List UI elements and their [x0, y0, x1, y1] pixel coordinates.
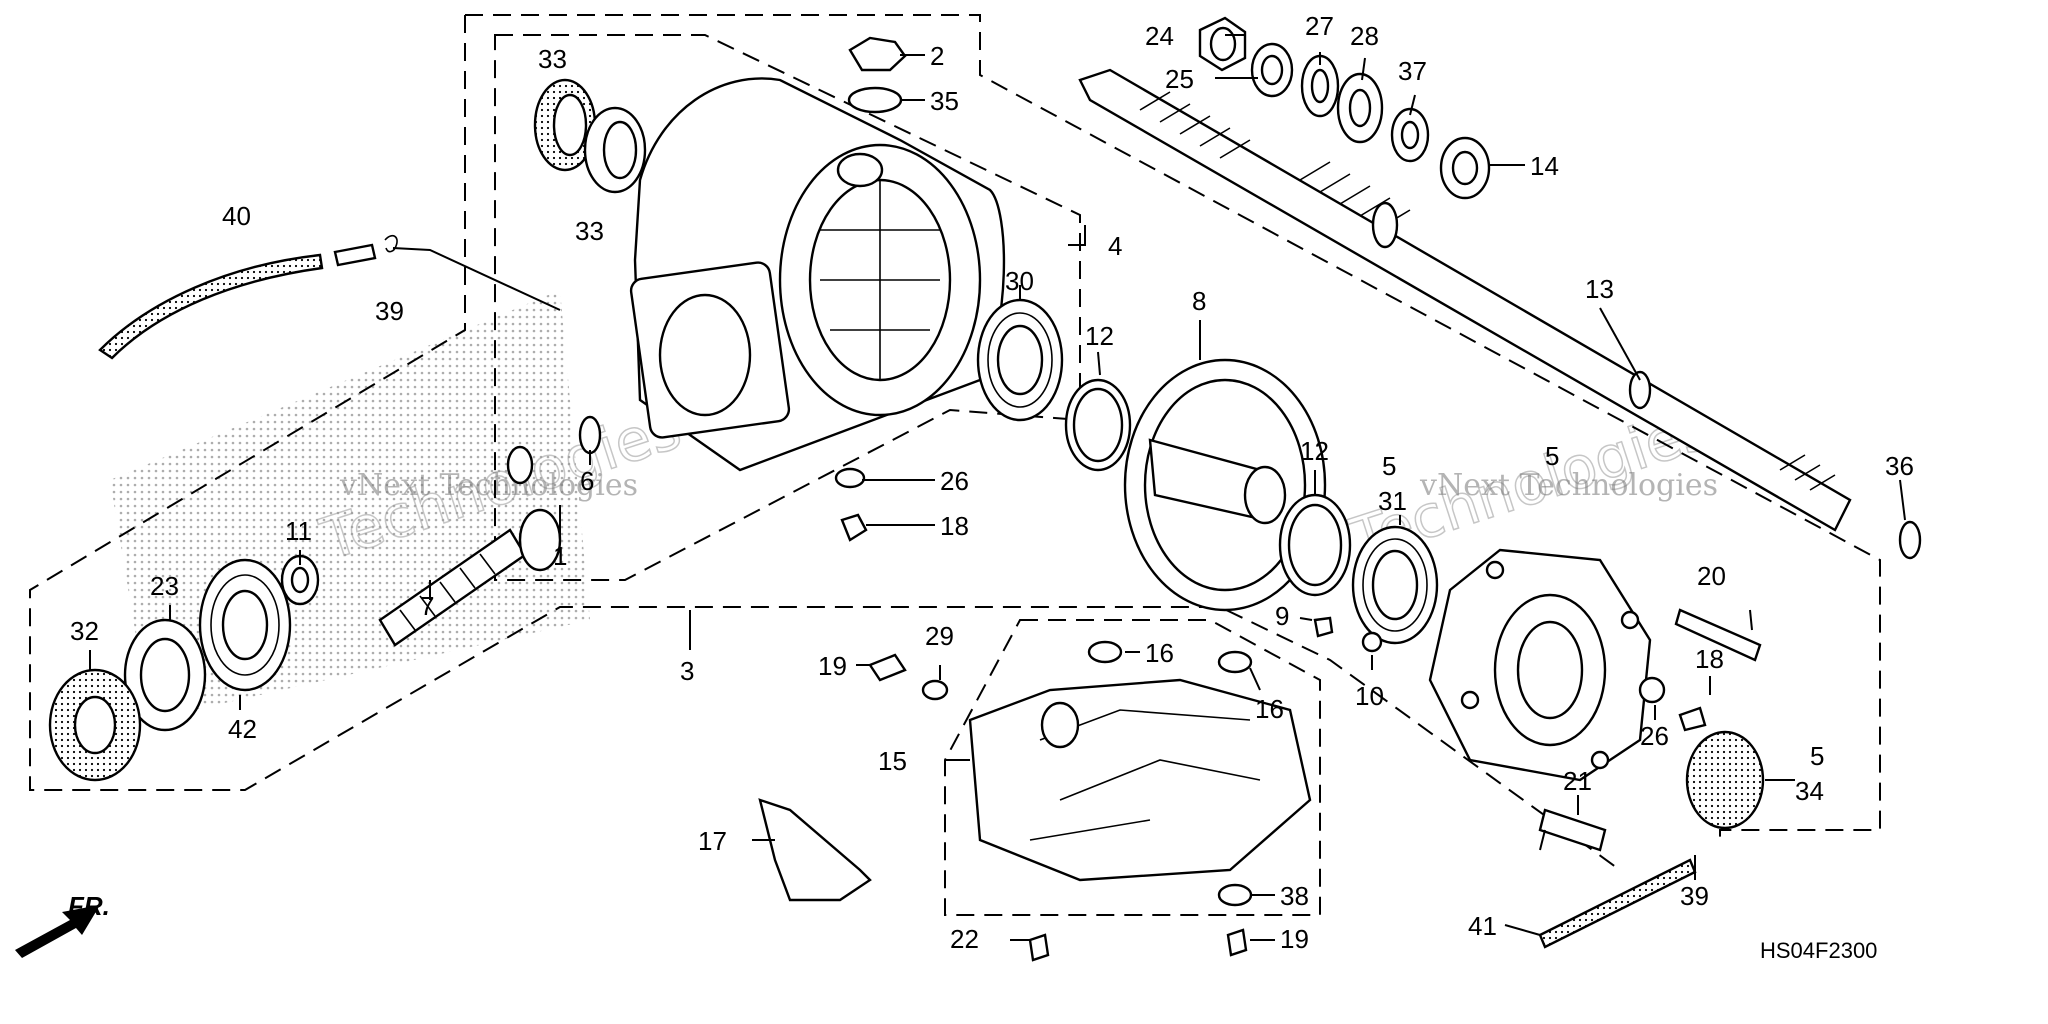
bracket-17: [758, 798, 872, 902]
callout-16-b: 16: [1255, 694, 1284, 724]
callout-8: 8: [1192, 286, 1206, 316]
hardware-top-right: [1198, 16, 1922, 560]
oil-seals-33: [533, 78, 647, 194]
callout-12-lower: 12: [1300, 436, 1329, 466]
spacer-23-inner: [139, 637, 191, 713]
ring-gear: [1123, 358, 1327, 612]
callout-14: 14: [1530, 151, 1559, 181]
front-arrow-icon: FR.: [15, 891, 110, 958]
seal-32-inner: [73, 695, 117, 755]
callout-3: 3: [680, 656, 694, 686]
callout-5-b: 5: [1545, 441, 1559, 471]
callout-38: 38: [1280, 881, 1309, 911]
callout-18-lower: 18: [1695, 644, 1724, 674]
diagram-code: HS04F2300: [1760, 938, 1877, 963]
callout-39-lower: 39: [1680, 881, 1709, 911]
callout-19-upper: 19: [818, 651, 847, 681]
callout-5-c: 5: [1810, 741, 1824, 771]
callout-39-upper: 39: [375, 296, 404, 326]
callout-41: 41: [1468, 911, 1497, 941]
callout-13: 13: [1585, 274, 1614, 304]
callout-34: 34: [1795, 776, 1824, 806]
callout-5-a: 5: [1382, 451, 1396, 481]
pinion-assembly: [280, 415, 602, 647]
bearing-30: [976, 298, 1064, 422]
callout-12-upper: 12: [1085, 321, 1114, 351]
callout-22: 22: [950, 924, 979, 954]
callout-40: 40: [222, 201, 251, 231]
callout-25: 25: [1165, 64, 1194, 94]
callout-27: 27: [1305, 11, 1334, 41]
callout-2: 2: [930, 41, 944, 71]
callout-16-a: 16: [1145, 638, 1174, 668]
callout-7: 7: [420, 591, 434, 621]
shim-12-lower-inner: [1287, 503, 1343, 587]
callout-21: 21: [1563, 766, 1592, 796]
callout-1: 1: [553, 541, 567, 571]
callout-20: 20: [1697, 561, 1726, 591]
differential-case: [629, 77, 1006, 472]
leader-lines: [89, 34, 1906, 941]
gear-case-cover: [1428, 548, 1652, 782]
callout-19-lower: 19: [1280, 924, 1309, 954]
callout-26-lower: 26: [1640, 721, 1669, 751]
watermark-text-right: vNext Technologies: [1419, 468, 1718, 503]
callout-10: 10: [1355, 681, 1384, 711]
callout-33-upper: 33: [538, 44, 567, 74]
callout-28: 28: [1350, 21, 1379, 51]
callout-31: 31: [1378, 486, 1407, 516]
callout-36: 36: [1885, 451, 1914, 481]
callouts: 33 33 2 35 24 25 27 28 37 14 40 39 4 30 …: [70, 11, 1914, 954]
callout-24: 24: [1145, 21, 1174, 51]
bearing-42: [198, 558, 292, 692]
callout-30: 30: [1005, 266, 1034, 296]
callout-37: 37: [1398, 56, 1427, 86]
callout-9: 9: [1275, 601, 1289, 631]
callout-18-upper: 18: [940, 511, 969, 541]
callout-33-lower: 33: [575, 216, 604, 246]
callout-15: 15: [878, 746, 907, 776]
filler-bolt: [847, 36, 907, 114]
drive-shaft: [1078, 68, 1852, 532]
callout-35: 35: [930, 86, 959, 116]
watermark-text-left: vNext Technologies: [339, 468, 638, 503]
callout-23: 23: [150, 571, 179, 601]
callout-42: 42: [228, 714, 257, 744]
front-arrow-label: FR.: [68, 891, 110, 921]
bearing-31: [1351, 525, 1439, 645]
fasteners: [834, 467, 1765, 962]
callout-6: 6: [580, 466, 594, 496]
callout-32: 32: [70, 616, 99, 646]
shim-12-upper-inner: [1072, 387, 1124, 463]
callout-26-upper: 26: [940, 466, 969, 496]
callout-4: 4: [1108, 231, 1122, 261]
skid-plate: [968, 678, 1312, 882]
breather-hose-lower: [1538, 858, 1697, 949]
breather-hose-left: [98, 234, 398, 360]
callout-11: 11: [285, 516, 312, 546]
callout-17: 17: [698, 826, 727, 856]
callout-29: 29: [925, 621, 954, 651]
